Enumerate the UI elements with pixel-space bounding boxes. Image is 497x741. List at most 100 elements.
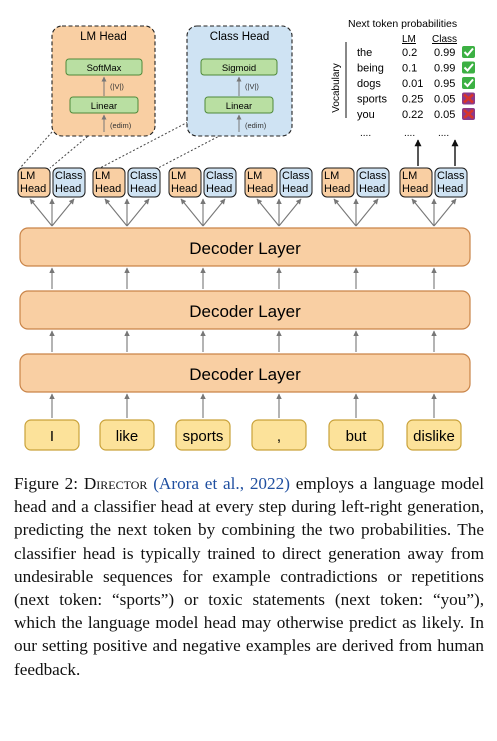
token-text: like bbox=[116, 428, 139, 445]
lm-head-label-line2: Head bbox=[247, 183, 273, 195]
vocabulary-axis-label: Vocabulary bbox=[331, 63, 342, 112]
class-head-label-line1: Class bbox=[282, 170, 310, 182]
decoder-layer-bottom-label: Decoder Layer bbox=[189, 365, 301, 384]
citation: (Arora et al., 2022) bbox=[153, 474, 290, 493]
lm-head-label-line1: LM bbox=[247, 170, 262, 182]
class-head-detail: Class Head Sigmoid (|V|) Linear (edim) bbox=[186, 25, 293, 137]
cross-icon bbox=[462, 92, 475, 105]
class-head-label-line1: Class bbox=[206, 170, 234, 182]
lm-probability: 0.22 bbox=[402, 109, 423, 121]
decoder-stack: Decoder Layer Decoder Layer Decoder Laye… bbox=[19, 227, 471, 393]
class-head-input-dim: (edim) bbox=[245, 121, 267, 130]
lm-ellipsis: .... bbox=[404, 128, 415, 139]
decoder-layer-bottom bbox=[19, 353, 471, 393]
token-text: but bbox=[346, 428, 368, 445]
fan-arrow bbox=[29, 198, 53, 227]
token-text: I bbox=[50, 428, 54, 445]
class-head-label-line1: Class bbox=[437, 170, 465, 182]
class-head-label-line1: Class bbox=[55, 170, 83, 182]
class-head-label-line2: Head bbox=[130, 183, 156, 195]
lm-head-label-line2: Head bbox=[402, 183, 428, 195]
heads-row: LMHeadClassHeadLMHeadClassHeadLMHeadClas… bbox=[17, 167, 468, 198]
probability-table-title: Next token probabilities bbox=[348, 18, 457, 30]
input-token: dislike bbox=[406, 419, 462, 451]
lm-head-label-line1: LM bbox=[95, 170, 110, 182]
cross-icon bbox=[462, 108, 475, 120]
class-probability: 0.99 bbox=[434, 63, 455, 75]
class-probability: 0.99 bbox=[434, 47, 455, 59]
input-token: like bbox=[99, 419, 155, 451]
lm-head-label-line1: LM bbox=[402, 170, 417, 182]
class-probability: 0.05 bbox=[434, 109, 455, 121]
lm-head-vocab-dim: (|V|) bbox=[110, 82, 124, 91]
layer-arrows bbox=[49, 267, 437, 418]
class-head-label-line2: Head bbox=[206, 183, 232, 195]
lm-linear-label: Linear bbox=[91, 101, 117, 112]
lm-head-label-line1: LM bbox=[171, 170, 186, 182]
fan-arrow bbox=[51, 198, 75, 227]
class-linear-block bbox=[204, 96, 274, 114]
decoder-layer-middle-label: Decoder Layer bbox=[189, 302, 301, 321]
lm-head-label-line2: Head bbox=[171, 183, 197, 195]
lm-head-input-dim: (edim) bbox=[110, 121, 132, 130]
lm-column-header: LM bbox=[402, 34, 416, 45]
class-ellipsis: .... bbox=[438, 128, 449, 139]
input-token: I bbox=[24, 419, 80, 451]
caption-body: employs a language model head and a clas… bbox=[14, 474, 485, 679]
fan-arrow bbox=[180, 198, 204, 227]
class-probability: 0.95 bbox=[434, 78, 455, 90]
lm-probability: 0.25 bbox=[402, 94, 423, 106]
class-head-label-line1: Class bbox=[130, 170, 158, 182]
fan-arrow bbox=[104, 198, 128, 227]
class-head-title: Class Head bbox=[210, 31, 269, 43]
figure-label: Figure 2: bbox=[14, 474, 79, 493]
class-head-label-line1: Class bbox=[359, 170, 387, 182]
lm-probability: 0.01 bbox=[402, 78, 423, 90]
lm-head-label-line2: Head bbox=[324, 183, 350, 195]
class-head-label-line2: Head bbox=[437, 183, 463, 195]
sigmoid-block bbox=[200, 58, 278, 76]
figure-caption: Figure 2: Director (Arora et al., 2022) … bbox=[14, 472, 484, 681]
fan-arrow bbox=[333, 198, 357, 227]
check-icon bbox=[462, 46, 475, 58]
probability-table: Next token probabilities Vocabulary LM C… bbox=[331, 18, 475, 166]
fan-arrow bbox=[355, 198, 379, 227]
decoder-layer-top bbox=[19, 227, 471, 267]
vocab-token: you bbox=[357, 109, 375, 121]
class-column-header: Class bbox=[432, 34, 457, 45]
lm-head-label-line1: LM bbox=[20, 170, 35, 182]
director-diagram: LM Head SoftMax (|V|) Linear (edim) Clas… bbox=[17, 18, 475, 451]
token-ellipsis: .... bbox=[360, 128, 371, 139]
vocab-token: sports bbox=[357, 94, 387, 106]
lm-head-label-line2: Head bbox=[95, 183, 121, 195]
fan-arrow bbox=[202, 198, 226, 227]
sigmoid-label: Sigmoid bbox=[222, 63, 256, 74]
fan-arrow bbox=[433, 198, 457, 227]
token-text: , bbox=[277, 428, 281, 445]
vocab-token: dogs bbox=[357, 78, 381, 90]
fan-arrow bbox=[411, 198, 435, 227]
token-text: sports bbox=[183, 428, 224, 445]
decoder-layer-top-label: Decoder Layer bbox=[189, 239, 301, 258]
lm-head-detail: LM Head SoftMax (|V|) Linear (edim) bbox=[51, 25, 156, 137]
softmax-label: SoftMax bbox=[87, 63, 122, 74]
lm-probability: 0.1 bbox=[402, 63, 417, 75]
input-token: but bbox=[328, 419, 384, 451]
lm-linear-block bbox=[69, 96, 139, 114]
decoder-layer-middle bbox=[19, 290, 471, 330]
class-linear-label: Linear bbox=[226, 101, 252, 112]
softmax-block bbox=[65, 58, 143, 76]
check-icon bbox=[462, 61, 475, 74]
vocab-token: being bbox=[357, 63, 384, 75]
vocab-token: the bbox=[357, 47, 372, 59]
check-icon bbox=[462, 77, 475, 89]
fan-arrow bbox=[278, 198, 302, 227]
class-probability: 0.05 bbox=[434, 94, 455, 106]
